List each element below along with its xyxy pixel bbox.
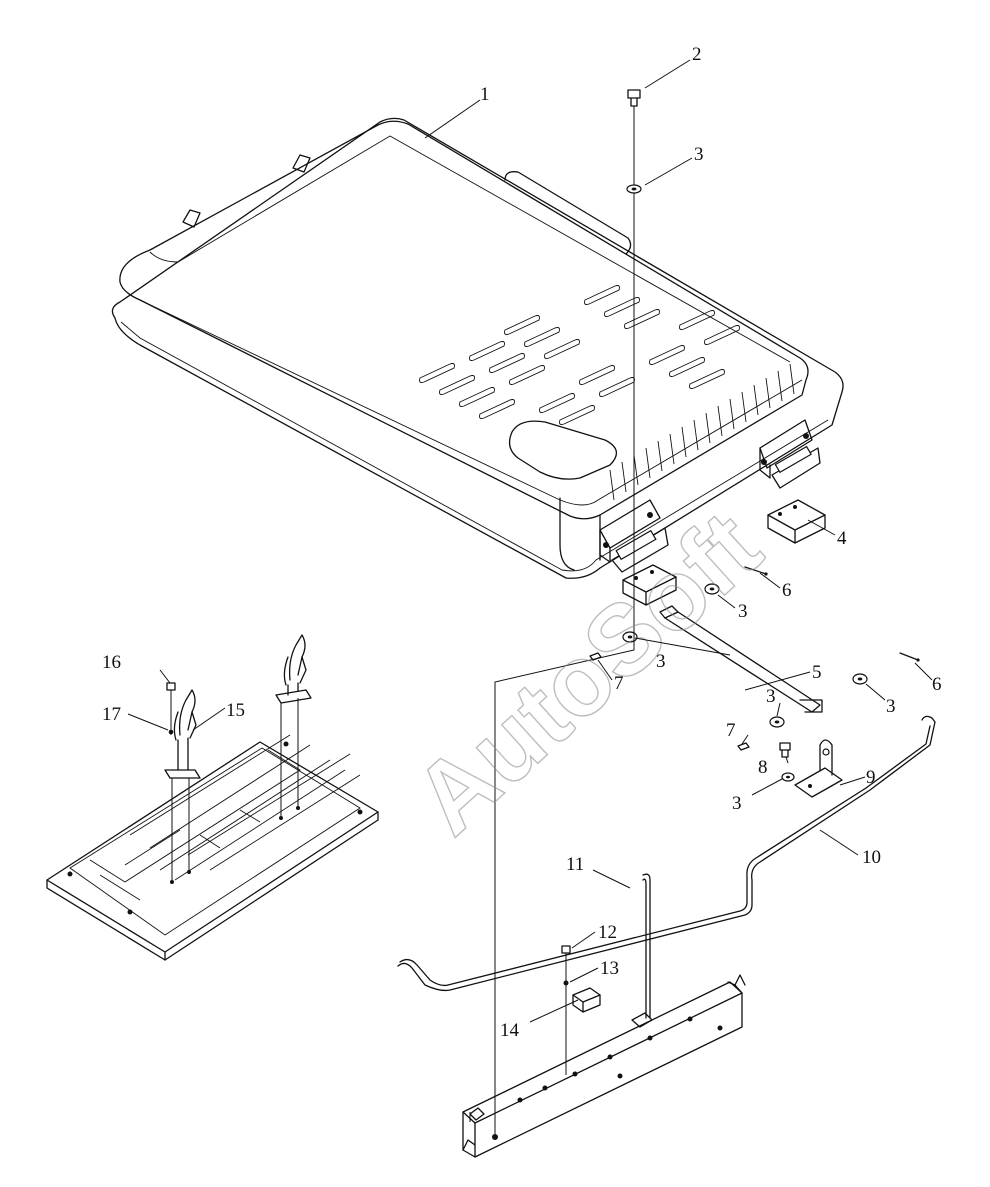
callout-10: 10: [862, 847, 881, 868]
hinge-right: [759, 419, 821, 489]
callout-labels: 1 2 3 4 6 3 3 5 7 6 3 3 7 8 9 3 10 11 12…: [102, 44, 942, 1041]
callout-2: 2: [692, 44, 702, 65]
callout-3: 3: [694, 144, 704, 165]
nut-part-13: [563, 980, 569, 986]
rod-part-5: [659, 605, 823, 713]
callout-1: 1: [480, 84, 490, 105]
vent-slots-a: [419, 315, 580, 419]
floor-plate: [46, 734, 379, 961]
washer-part-3-top: [626, 184, 642, 194]
callout-6: 6: [782, 580, 792, 601]
washer-part-3-f: [781, 772, 795, 782]
callout-13: 13: [600, 958, 619, 979]
callout-3: 3: [732, 793, 742, 814]
callout-12: 12: [598, 922, 617, 943]
callout-17: 17: [102, 704, 121, 725]
pin-part-7-a: [589, 652, 602, 661]
callout-5: 5: [812, 662, 822, 683]
callout-leaders: [127, 59, 933, 1023]
pin-part-7-b: [737, 742, 750, 751]
screw-part-16: [166, 682, 176, 735]
pin-part-6-a: [744, 566, 768, 576]
callout-16: 16: [102, 652, 121, 673]
bolt-part-2: [627, 89, 641, 575]
rod-part-10: [397, 715, 936, 992]
assembly-leader-lines: [494, 575, 635, 1140]
callout-11: 11: [566, 854, 584, 875]
callout-3: 3: [886, 696, 896, 717]
bracket-part-9: [794, 739, 843, 798]
callout-8: 8: [758, 757, 768, 778]
vent-slots-b: [539, 285, 740, 425]
watermark-text: AutoSoft: [393, 490, 782, 856]
screw-part-12: [561, 945, 571, 1075]
nut-part-17: [168, 729, 174, 735]
callout-15: 15: [226, 700, 245, 721]
bolt-part-8: [779, 742, 791, 758]
callout-7: 7: [614, 673, 624, 694]
callout-3: 3: [738, 601, 748, 622]
washer-part-3-e: [769, 716, 785, 728]
front-vent-fins: [609, 363, 795, 501]
washer-part-3-b: [704, 583, 720, 595]
cover-panel: [111, 117, 844, 579]
block-part-4-right: [767, 499, 826, 544]
latch-part-15-left: [164, 689, 201, 882]
callout-3: 3: [766, 686, 776, 707]
base-rail: [462, 974, 746, 1158]
callout-14: 14: [500, 1020, 520, 1041]
callout-3: 3: [656, 651, 666, 672]
washer-part-3-d: [852, 673, 868, 685]
pin-part-6-b: [899, 652, 920, 662]
latch-part-15-right: [275, 634, 312, 818]
clip-part-14: [572, 987, 601, 1013]
callout-6: 6: [932, 674, 942, 695]
callout-7: 7: [726, 720, 736, 741]
callout-9: 9: [866, 767, 876, 788]
callout-4: 4: [837, 528, 847, 549]
block-part-4-left: [622, 564, 677, 606]
cover-recess: [508, 420, 617, 480]
